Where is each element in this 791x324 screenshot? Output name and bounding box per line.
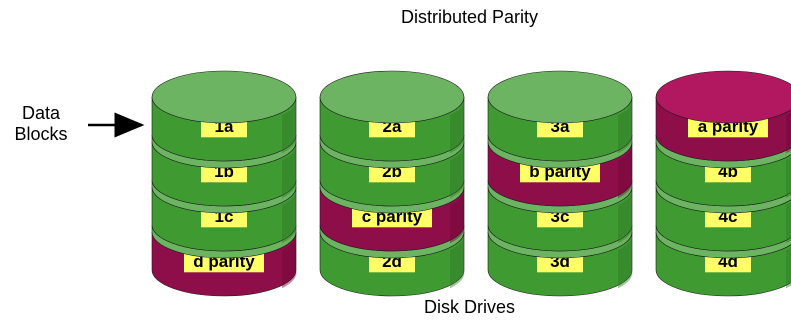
block-shade	[450, 187, 465, 244]
diagram-footer: Disk Drives	[423, 297, 515, 317]
block-shade	[618, 232, 633, 289]
data-blocks-label-line2: Blocks	[14, 124, 68, 144]
block-shade	[786, 112, 791, 154]
disk-top-cap	[319, 70, 465, 124]
block-shade	[282, 232, 297, 289]
block-shade	[282, 187, 297, 244]
block-shade	[618, 142, 633, 199]
block-shade	[450, 97, 465, 154]
block-shade	[282, 142, 297, 199]
diagram-title: Distributed Parity	[400, 7, 539, 27]
block-shade	[618, 187, 633, 244]
block-shade	[786, 202, 791, 244]
data-blocks-label: Data Blocks	[0, 103, 82, 145]
disk-top-cap	[487, 70, 633, 124]
disk-top-cap	[655, 70, 791, 124]
block-shade	[786, 157, 791, 199]
block-shade	[450, 142, 465, 199]
block-shade	[450, 232, 465, 289]
block-shade	[786, 247, 791, 289]
block-shade	[618, 97, 633, 154]
disk-top-cap	[151, 70, 297, 124]
data-blocks-label-line1: Data	[21, 103, 61, 123]
block-shade	[282, 97, 297, 154]
